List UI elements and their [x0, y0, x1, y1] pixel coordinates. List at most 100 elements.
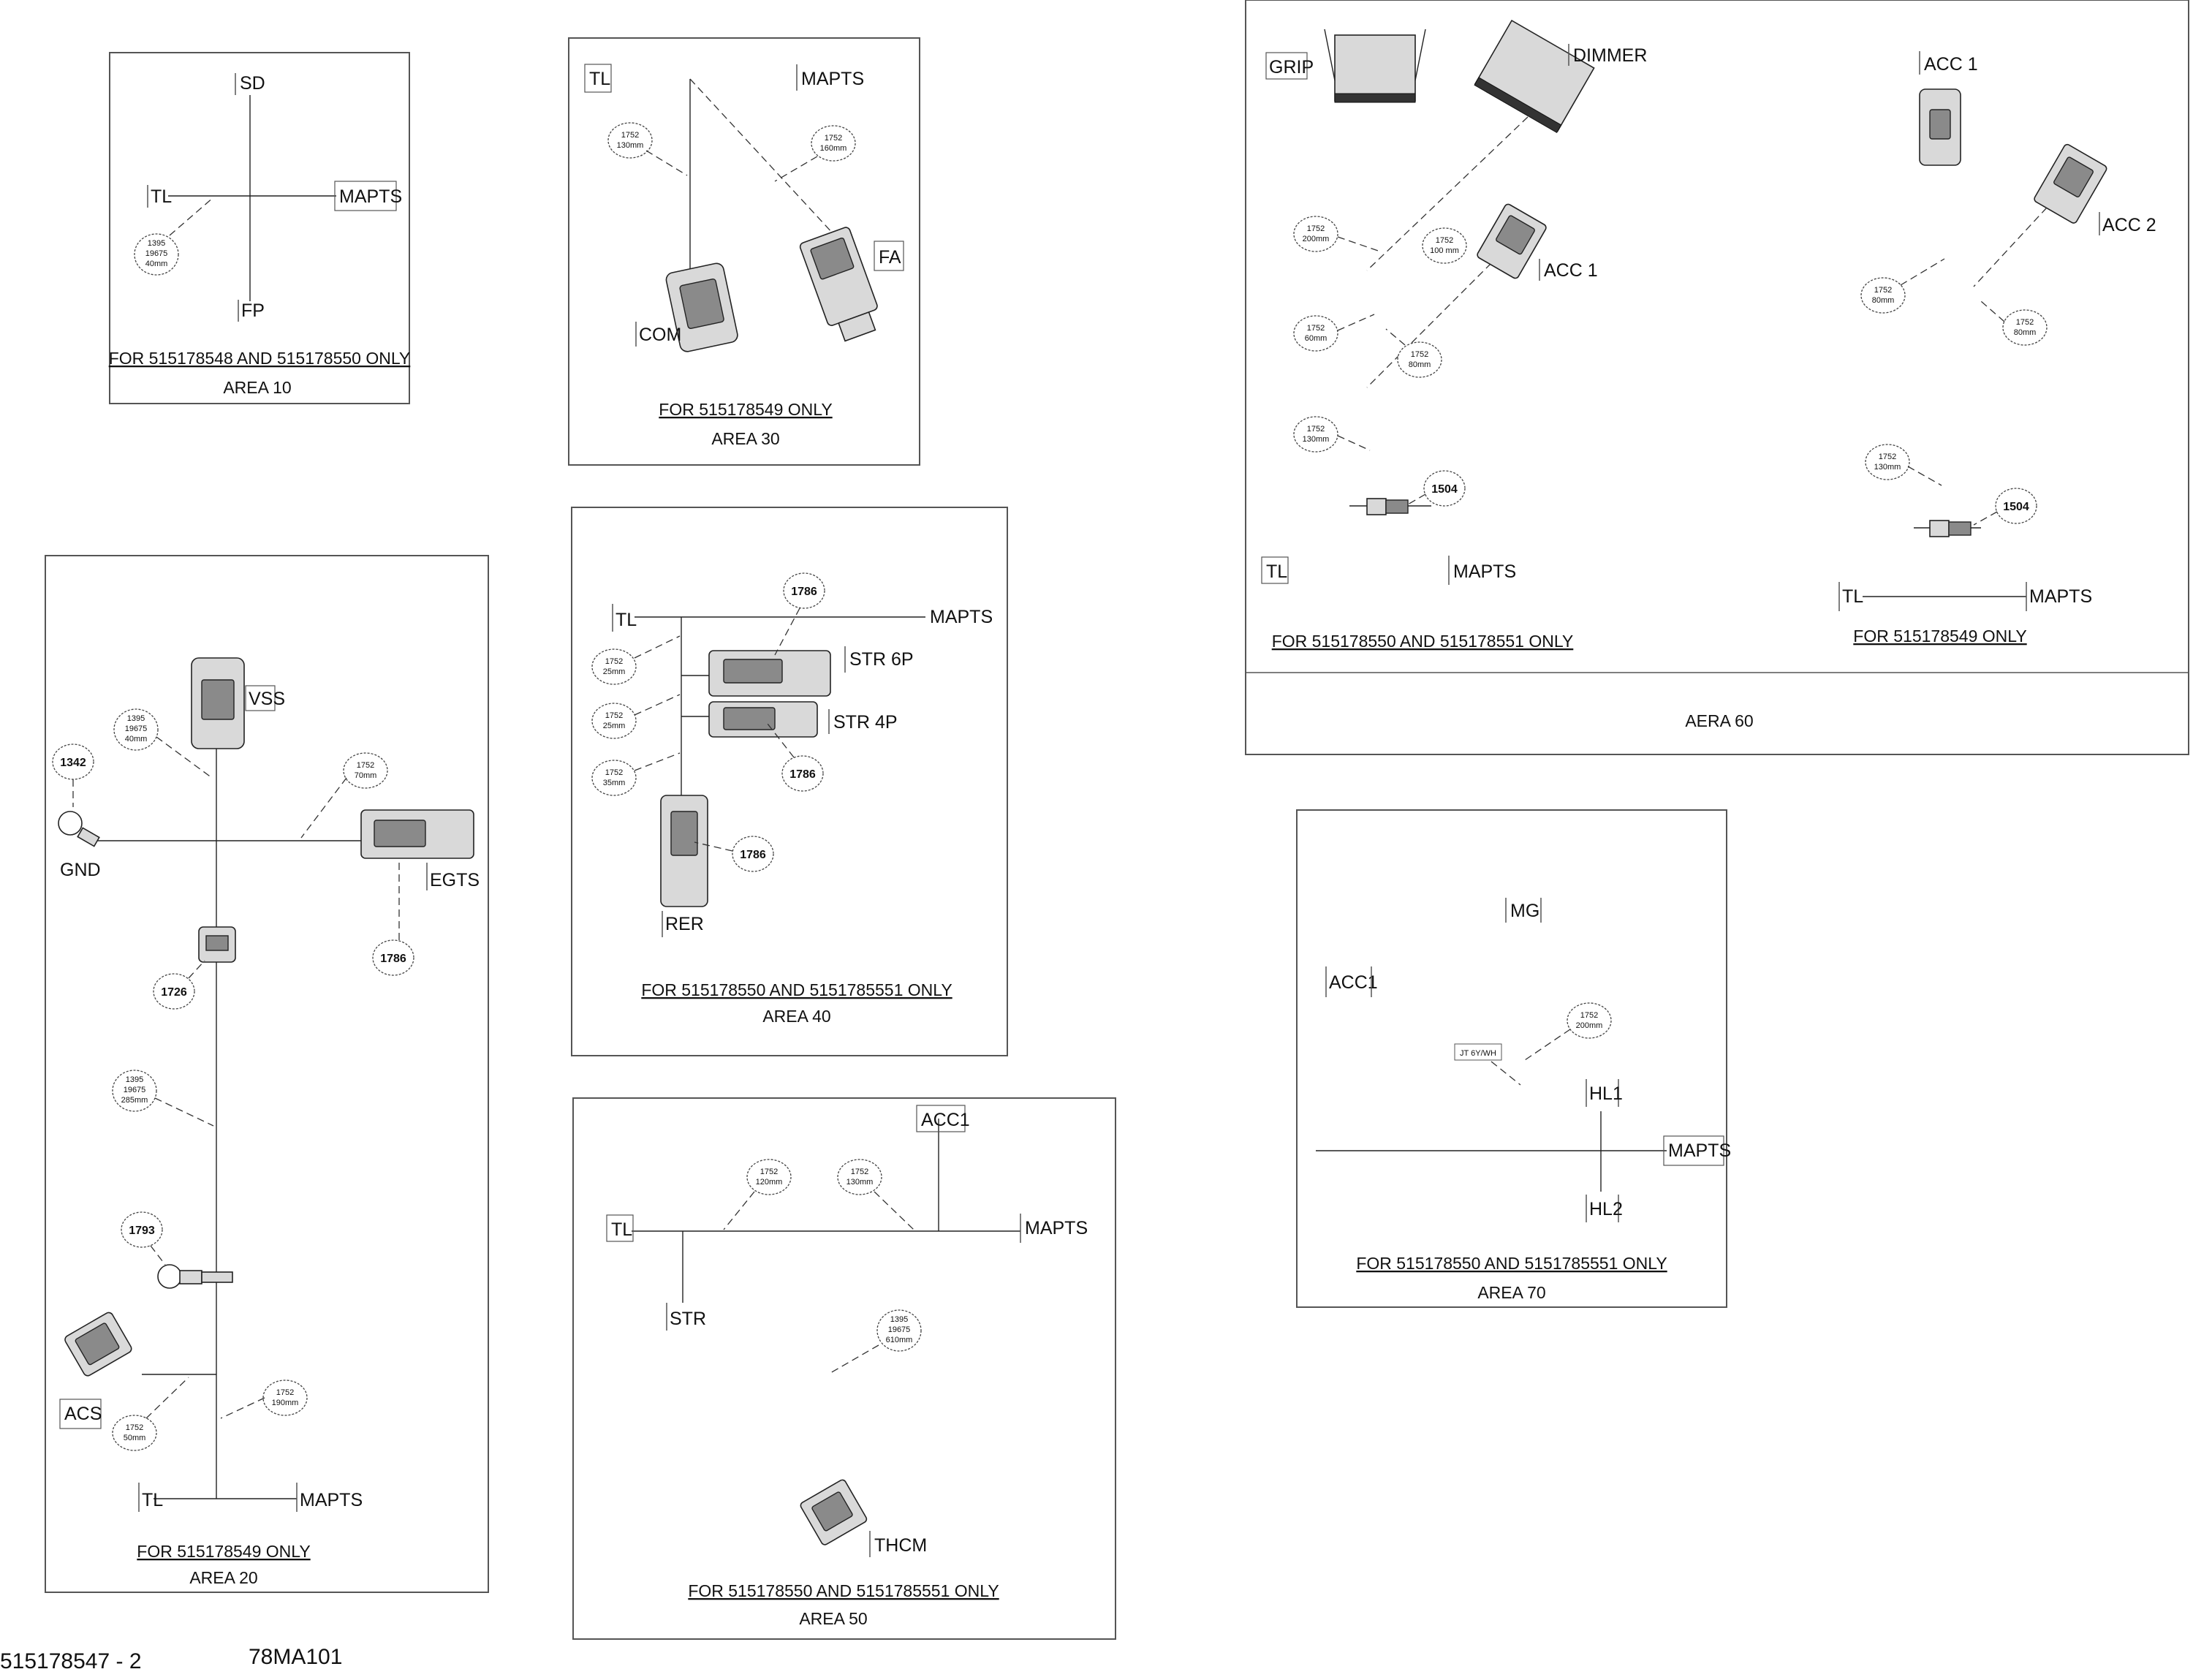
- area-70-callout-200: 1752 200mm: [1524, 1002, 1612, 1061]
- area-40-callout-35: 1752 35mm: [591, 752, 681, 796]
- area-60-label-tl: TL: [1266, 561, 1287, 582]
- svg-text:JT 6Y/WH: JT 6Y/WH: [1460, 1049, 1496, 1058]
- area-20-label-gnd: GND: [60, 860, 101, 880]
- area-10-frame: [109, 52, 410, 404]
- area-30-wire-fa: [689, 78, 834, 235]
- area-40-label-mapts: MAPTS: [930, 607, 993, 627]
- svg-text:1752: 1752: [605, 768, 623, 777]
- svg-text:610mm: 610mm: [886, 1336, 913, 1344]
- area-40-label-rer: RER: [665, 914, 704, 934]
- area-40-label-tl: TL: [616, 610, 637, 630]
- area-30-label-tl: TL: [589, 69, 610, 89]
- area-60-panel: GRIP DIMMER ACC 1 ACC 1 ACC: [1245, 0, 2189, 755]
- svg-text:1504: 1504: [1431, 483, 1458, 496]
- svg-text:285mm: 285mm: [121, 1096, 148, 1105]
- area-30-label-com: COM: [639, 325, 681, 345]
- area-20-bubble-1793: [121, 1211, 163, 1248]
- area-20-callout-40: 1395 19675 40mm: [113, 708, 213, 779]
- svg-text:100 mm: 100 mm: [1430, 246, 1459, 255]
- area-20-label-vss: VSS: [249, 689, 285, 709]
- area-70-note: FOR 515178550 AND 5151785551 ONLY: [1356, 1254, 1667, 1273]
- area-20-callout-50: 1752 50mm: [112, 1377, 189, 1451]
- area-70-label-acc1: ACC1: [1329, 972, 1378, 993]
- svg-text:1752: 1752: [126, 1423, 143, 1432]
- area-70-frame: [1296, 809, 1727, 1308]
- area-40-callout-25b: 1752 25mm: [591, 694, 681, 739]
- area-20-connector-gnd: [58, 811, 100, 847]
- area-50-callout-130: 1752 130mm: [837, 1159, 914, 1230]
- area-60-frame: [1245, 0, 2189, 755]
- svg-text:120mm: 120mm: [756, 1178, 783, 1187]
- area-30-panel: TL MAPTS 1752 130mm 1752 160mm FA CO: [568, 37, 920, 466]
- area-20-label-acs: ACS: [64, 1404, 102, 1424]
- svg-text:200mm: 200mm: [1576, 1021, 1603, 1030]
- area-20-connector-1726: [198, 926, 236, 963]
- footer-ref: 78MA101: [249, 1645, 342, 1669]
- area-40-connector-rer: [660, 795, 708, 907]
- area-70-label-mg: MG: [1510, 901, 1539, 921]
- area-10-label-sd: SD: [240, 73, 265, 94]
- area-20-connector-1793: [157, 1264, 233, 1289]
- area-60-connector-1504-left: 1504: [1349, 470, 1466, 515]
- area-70-label-hl1: HL1: [1589, 1083, 1623, 1104]
- svg-text:1504: 1504: [2003, 501, 2029, 513]
- area-60-callout-60: 1752 60mm: [1293, 314, 1375, 352]
- area-40-note: FOR 515178550 AND 5151785551 ONLY: [641, 980, 952, 999]
- area-20-connector-egts: [360, 809, 474, 859]
- area-60-label-acc2: ACC 2: [2102, 215, 2156, 235]
- svg-text:1752: 1752: [1879, 453, 1896, 461]
- svg-text:80mm: 80mm: [1872, 296, 1895, 305]
- svg-text:80mm: 80mm: [1409, 360, 1431, 369]
- area-50-label-mapts: MAPTS: [1025, 1218, 1088, 1238]
- svg-text:70mm: 70mm: [355, 771, 377, 780]
- area-60-wire-acc2: [1973, 207, 2048, 287]
- svg-text:1395: 1395: [890, 1315, 908, 1324]
- svg-text:50mm: 50mm: [124, 1434, 146, 1442]
- area-40-connector-str4p: [708, 701, 818, 738]
- area-60-callout-80-right: 1752 80mm: [1980, 300, 2048, 346]
- area-70-label-hl2: HL2: [1589, 1199, 1623, 1219]
- area-20-label-tl: TL: [142, 1490, 163, 1510]
- area-50-label-str: STR: [670, 1309, 706, 1329]
- area-40-panel: TL MAPTS 1786 STR 6P STR 4P 1786 1752 25…: [571, 507, 1008, 1056]
- area-30-callout-160: 1752 160mm: [774, 125, 856, 182]
- svg-text:1395: 1395: [127, 714, 145, 723]
- area-20-callout-285: 1395 19675 285mm: [112, 1070, 214, 1127]
- area-60-connector-1504-right: 1504: [1914, 488, 2037, 537]
- area-60-title: AERA 60: [1685, 711, 1753, 730]
- svg-text:1786: 1786: [380, 953, 406, 965]
- svg-text:1752: 1752: [1580, 1011, 1598, 1020]
- svg-text:1395: 1395: [126, 1075, 143, 1084]
- area-10-label-mapts: MAPTS: [339, 186, 402, 207]
- area-50-label-acc1: ACC1: [921, 1110, 970, 1130]
- area-60-label-acc1: ACC 1: [1544, 260, 1598, 281]
- area-60-callout-80-mid: 1752 80mm: [1860, 258, 1945, 314]
- area-60-callout-130-right: 1752 130mm: [1865, 444, 1942, 486]
- svg-text:1752: 1752: [1307, 425, 1325, 434]
- area-30-frame: [568, 37, 920, 466]
- area-60-callout-100: 1752 100 mm: [1422, 227, 1467, 264]
- area-50-title: AREA 50: [799, 1609, 867, 1628]
- svg-text:1752: 1752: [621, 131, 639, 140]
- svg-text:130mm: 130mm: [617, 141, 644, 150]
- area-60-label-tl-b: TL: [1842, 586, 1863, 607]
- svg-text:1752: 1752: [1436, 236, 1453, 245]
- svg-text:19675: 19675: [145, 249, 168, 258]
- area-20-note: FOR 515178549 ONLY: [137, 1542, 310, 1561]
- area-60-connector-grip: [1324, 29, 1426, 103]
- svg-text:1752: 1752: [1874, 286, 1892, 295]
- area-10-callout-1395: 1395 19675 40mm: [134, 197, 214, 276]
- area-20-bubble-1726: [153, 973, 195, 1010]
- area-50-callout-610: 1395 19675 610mm: [830, 1309, 922, 1374]
- area-40-callout-25a: 1752 25mm: [591, 635, 681, 685]
- area-10-label-fp: FP: [241, 300, 265, 321]
- area-50-panel: ACC1 TL MAPTS STR 1752 120mm 1752 130mm …: [572, 1097, 1116, 1640]
- svg-text:1786: 1786: [789, 768, 816, 781]
- area-60-connector-acc2: [2034, 143, 2107, 224]
- svg-text:1752: 1752: [357, 761, 374, 770]
- area-60-connector-dimmer: [1474, 19, 1595, 134]
- svg-text:1752: 1752: [2016, 318, 2034, 327]
- area-20-panel: VSS 1395 19675 40mm 1342 GND 1752 70mm: [45, 555, 489, 1593]
- area-10-note: FOR 515178548 AND 515178550 ONLY: [109, 349, 411, 368]
- area-20-label-mapts: MAPTS: [300, 1490, 363, 1510]
